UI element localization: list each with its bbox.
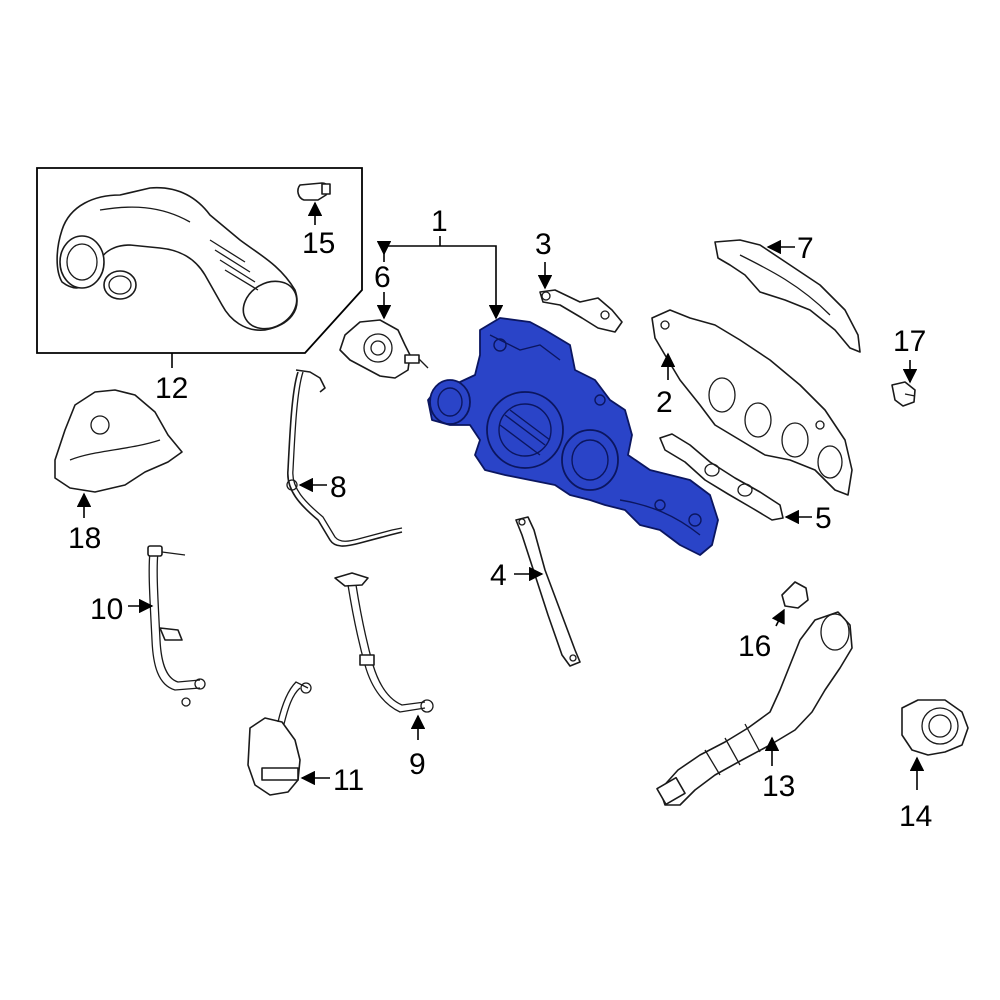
callout-8: 8	[330, 471, 347, 504]
callout-4: 4	[490, 559, 507, 592]
callout-5: 5	[815, 502, 832, 535]
callout-1: 1	[431, 205, 448, 238]
callout-9: 9	[409, 748, 426, 781]
callout-16: 16	[738, 630, 771, 663]
part-8-oil-line[interactable]	[286, 369, 403, 547]
callout-14: 14	[899, 800, 932, 833]
part-12-air-duct[interactable]	[56, 186, 305, 338]
callout-17: 17	[893, 325, 926, 358]
part-14-throttle-body[interactable]	[901, 699, 969, 756]
callout-18: 18	[68, 522, 101, 555]
part-16-sensor[interactable]	[781, 581, 809, 609]
inset-box-air-intake-group: 15	[36, 167, 363, 354]
part-7-heat-shield[interactable]	[714, 239, 861, 353]
callout-7: 7	[797, 232, 814, 265]
part-2-manifold[interactable]	[651, 309, 853, 496]
callout-2: 2	[656, 386, 673, 419]
part-11-coolant-pipe[interactable]	[247, 681, 312, 796]
part-1-turbocharger[interactable]	[427, 317, 719, 556]
callout-10: 10	[90, 593, 123, 626]
part-4-support-bracket[interactable]	[515, 516, 581, 667]
callout-6: 6	[374, 261, 391, 294]
part-5-gasket[interactable]	[659, 433, 784, 521]
part-18-heat-shield[interactable]	[54, 389, 183, 493]
callout-15: 15	[302, 227, 335, 260]
callout-11: 11	[333, 764, 364, 797]
callout-13: 13	[762, 770, 795, 803]
part-13-charge-air-duct[interactable]	[656, 611, 853, 806]
leader-1	[376, 236, 504, 320]
part-15-sensor[interactable]	[297, 182, 331, 201]
part-9-oil-return-line[interactable]	[334, 572, 434, 713]
part-6-wastegate-actuator[interactable]	[339, 319, 429, 379]
part-10-coolant-line[interactable]	[147, 545, 206, 707]
callout-12: 12	[155, 372, 188, 405]
part-17-sensor[interactable]	[891, 381, 916, 407]
callout-3: 3	[535, 228, 552, 261]
part-3-bracket[interactable]	[539, 289, 623, 333]
leader-16	[771, 608, 785, 627]
